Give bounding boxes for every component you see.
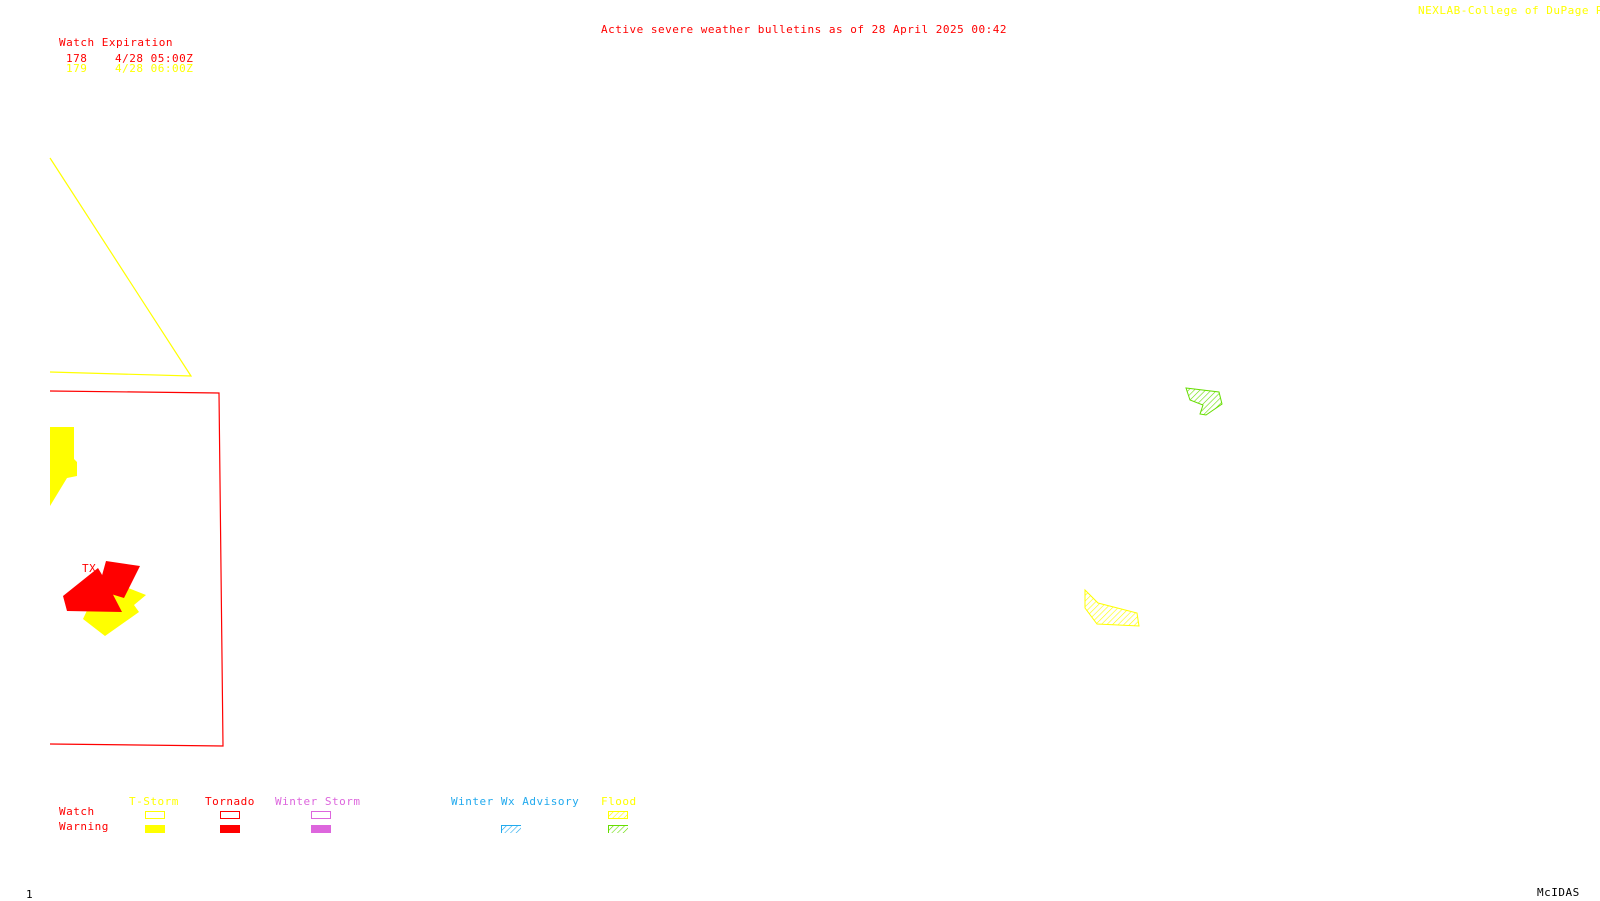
- legend-tornado-watch-swatch: [220, 811, 240, 819]
- legend-flood-warning-swatch: [608, 825, 628, 833]
- legend-winter-wx-advisory-label: Winter Wx Advisory: [451, 795, 580, 808]
- legend-tstorm-watch-swatch: [145, 811, 165, 819]
- legend-tornado-warning-swatch: [220, 825, 240, 833]
- frame-number: 1: [26, 888, 34, 901]
- watch-row-id: 178: [66, 52, 88, 65]
- bulletin-title: Active severe weather bulletins as of 28…: [601, 23, 1007, 36]
- legend-winter-storm-warning-swatch: [311, 825, 331, 833]
- watch-row-expiration: 4/28 05:00Z: [115, 52, 194, 65]
- tstorm-watch-179-outline: [49, 157, 193, 377]
- flood-watch-polygon: [1084, 588, 1140, 627]
- legend-warning-row-label: Warning: [59, 820, 109, 833]
- legend-winter-wx-advisory-swatch: [501, 825, 521, 833]
- tornado-watch-178-outline: [49, 390, 224, 747]
- watch-row-id: 179: [66, 62, 88, 75]
- flood-warning-polygon: [1185, 387, 1223, 416]
- map-state-label: TX: [82, 562, 97, 575]
- software-label: McIDAS: [1537, 886, 1580, 899]
- watch-table-header: Watch Expiration: [59, 36, 173, 49]
- legend-flood-watch-swatch: [608, 811, 628, 819]
- legend-tstorm-label: T-Storm: [129, 795, 179, 808]
- legend-tstorm-warning-swatch: [145, 825, 165, 833]
- legend-watch-row-label: Watch: [59, 805, 95, 818]
- tstorm-warning-polygon: [50, 427, 77, 506]
- legend-flood-label: Flood: [601, 795, 637, 808]
- tornado-warning-polygon: [63, 568, 122, 612]
- legend-winter-storm-label: Winter Storm: [275, 795, 361, 808]
- credit-label: NEXLAB-College of DuPage R: [1418, 4, 1600, 17]
- watch-row-expiration: 4/28 06:00Z: [115, 62, 194, 75]
- legend-tornado-label: Tornado: [205, 795, 255, 808]
- legend-winter-storm-watch-swatch: [311, 811, 331, 819]
